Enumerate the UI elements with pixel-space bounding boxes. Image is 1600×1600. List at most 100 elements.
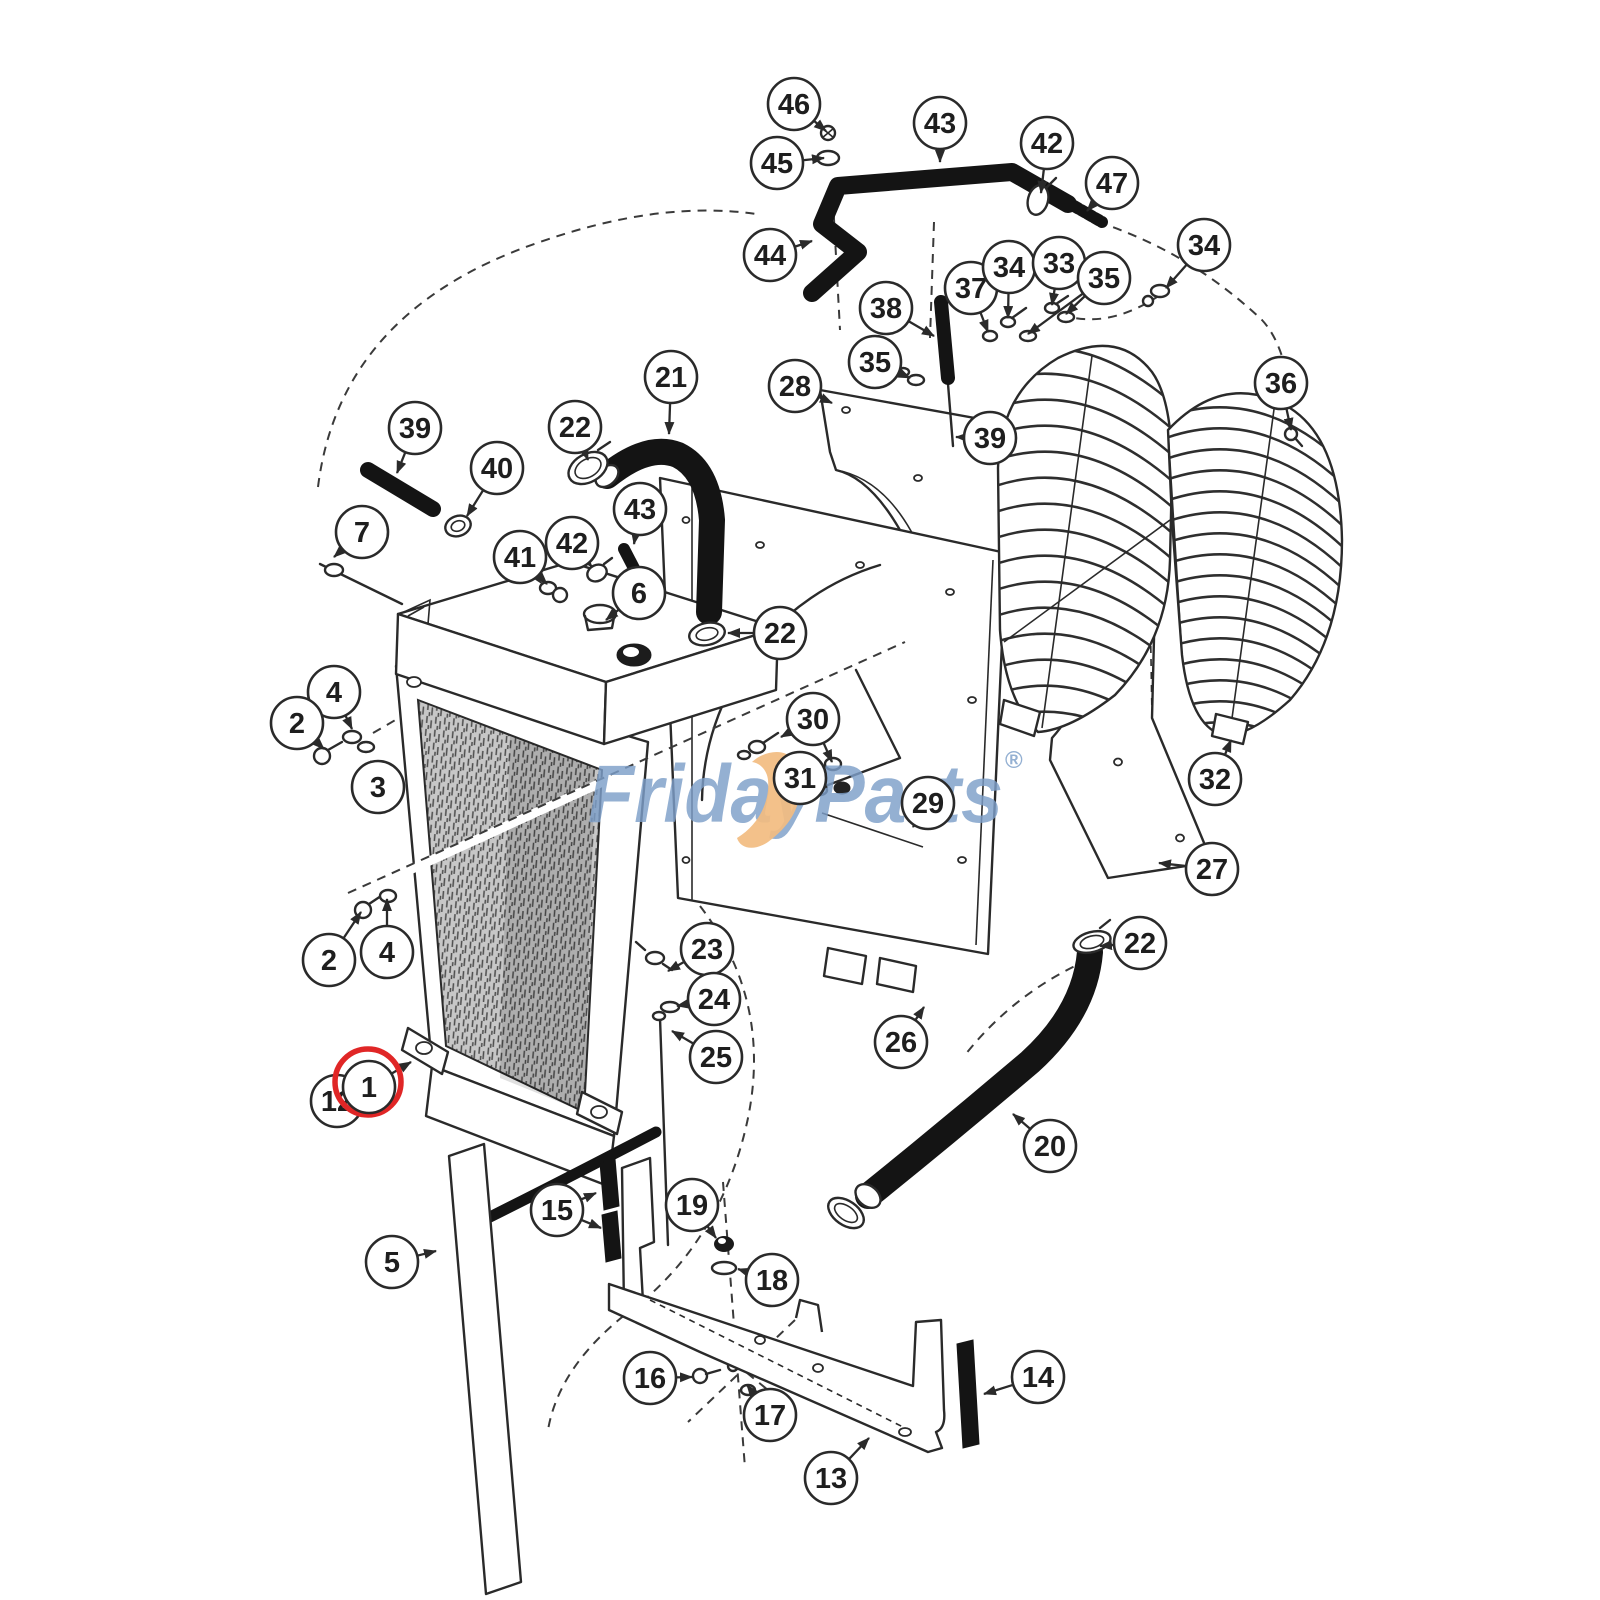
- svg-text:13: 13: [815, 1463, 847, 1495]
- svg-text:6: 6: [631, 578, 647, 610]
- svg-text:3: 3: [370, 772, 386, 804]
- callout-balloon-44: 44: [742, 227, 813, 283]
- svg-text:36: 36: [1265, 368, 1297, 400]
- callout-balloon-22: 22: [1099, 915, 1168, 971]
- strip-14: [956, 1339, 980, 1449]
- clamp-22-right: [1072, 918, 1112, 955]
- svg-text:20: 20: [1034, 1131, 1066, 1163]
- stub-hose: [360, 462, 441, 517]
- svg-text:43: 43: [924, 108, 956, 140]
- washer-34b: [1141, 283, 1171, 308]
- svg-text:33: 33: [1043, 248, 1075, 280]
- callout-balloon-23: 23: [667, 921, 735, 977]
- svg-text:14: 14: [1022, 1362, 1054, 1394]
- svg-text:1: 1: [361, 1072, 377, 1104]
- callout-balloon-47: 47: [1084, 155, 1140, 212]
- callout-balloon-41: 41: [492, 529, 548, 585]
- svg-text:45: 45: [761, 148, 793, 180]
- washer-37: [981, 329, 999, 343]
- svg-text:40: 40: [481, 453, 513, 485]
- washer-18: [710, 1260, 738, 1276]
- callout-balloon-32: 32: [1187, 739, 1243, 807]
- svg-text:22: 22: [764, 618, 796, 650]
- svg-text:34: 34: [993, 252, 1025, 284]
- core-diagonal-line: [347, 641, 906, 900]
- svg-text:4: 4: [379, 937, 395, 969]
- svg-text:39: 39: [399, 413, 431, 445]
- callout-balloon-19: 19: [664, 1177, 720, 1239]
- fan-grille-right-half: [1166, 392, 1344, 746]
- top-hose: [803, 163, 1077, 302]
- svg-text:23: 23: [691, 934, 723, 966]
- bolt-16: [691, 1367, 722, 1385]
- svg-text:39: 39: [974, 423, 1006, 455]
- radiator-mounting-tabs: [400, 676, 624, 1136]
- fitting-23: [634, 940, 674, 972]
- svg-text:19: 19: [676, 1190, 708, 1222]
- callout-balloon-5: 5: [364, 1234, 437, 1290]
- svg-text:16: 16: [634, 1363, 666, 1395]
- overflow-strap: [462, 1126, 662, 1248]
- svg-text:24: 24: [698, 984, 730, 1016]
- callout-balloon-45: 45: [749, 135, 825, 191]
- callout-balloon-42: 42: [1019, 115, 1075, 194]
- callout-balloon-3: 3: [350, 759, 406, 815]
- callout-balloon-34: 34: [981, 239, 1037, 319]
- clamp-42-mid: [586, 556, 614, 583]
- callout-balloon-20: 20: [1012, 1113, 1078, 1174]
- svg-text:31: 31: [784, 763, 816, 795]
- svg-text:30: 30: [797, 704, 829, 736]
- svg-text:22: 22: [1124, 928, 1156, 960]
- washers-3-4a: [341, 729, 376, 754]
- callout-balloon-39: 39: [955, 410, 1018, 466]
- svg-text:32: 32: [1199, 764, 1231, 796]
- svg-text:34: 34: [1188, 230, 1220, 262]
- callout-balloon-43: 43: [612, 481, 668, 545]
- callout-balloon-2: 2: [269, 695, 325, 751]
- nut-19: [714, 1236, 734, 1252]
- bolt-2a: [312, 740, 344, 766]
- svg-text:26: 26: [885, 1027, 917, 1059]
- callout-balloon-28: 28: [767, 358, 833, 414]
- callout-balloon-26: 26: [873, 1006, 929, 1070]
- svg-text:5: 5: [384, 1247, 400, 1279]
- svg-text:42: 42: [1031, 128, 1063, 160]
- watermark-registered-icon: ®: [1005, 747, 1023, 774]
- callout-balloon-36: 36: [1253, 355, 1309, 431]
- svg-text:2: 2: [321, 945, 337, 977]
- svg-text:4: 4: [326, 677, 342, 709]
- svg-text:28: 28: [779, 371, 811, 403]
- fitting-47: [1068, 200, 1108, 228]
- svg-text:29: 29: [912, 788, 944, 820]
- callout-balloon-27: 27: [1158, 841, 1240, 897]
- callout-balloon-22: 22: [727, 605, 808, 661]
- svg-text:15: 15: [541, 1195, 573, 1227]
- bolt-33: [1043, 294, 1070, 315]
- callout-balloon-33: 33: [1031, 235, 1087, 306]
- svg-text:37: 37: [955, 273, 987, 305]
- svg-text:44: 44: [754, 240, 786, 272]
- clamp-22-bottom: [827, 1196, 865, 1230]
- callout-balloon-2: 2: [301, 911, 362, 988]
- baffle-strips-15: [599, 1156, 656, 1310]
- svg-text:46: 46: [778, 89, 810, 121]
- svg-text:27: 27: [1196, 854, 1228, 886]
- callout-balloon-16: 16: [622, 1350, 693, 1406]
- callout-balloon-39: 39: [387, 400, 443, 474]
- callout-balloon-17: 17: [742, 1384, 798, 1443]
- svg-text:22: 22: [559, 412, 591, 444]
- nut-30: [833, 781, 851, 795]
- washer-24: [659, 1000, 681, 1014]
- svg-text:18: 18: [756, 1265, 788, 1297]
- callout-balloon-7: 7: [333, 504, 390, 560]
- svg-text:7: 7: [354, 517, 370, 549]
- rod-7: [318, 562, 404, 606]
- filler-neck: [616, 643, 652, 667]
- callout-balloon-31: 31: [772, 750, 828, 806]
- callout-balloon-42: 42: [544, 515, 600, 571]
- washer-35b: [1018, 329, 1038, 343]
- callout-balloon-15: 15: [529, 1182, 602, 1238]
- svg-text:17: 17: [754, 1400, 786, 1432]
- callout-balloon-4: 4: [359, 898, 415, 980]
